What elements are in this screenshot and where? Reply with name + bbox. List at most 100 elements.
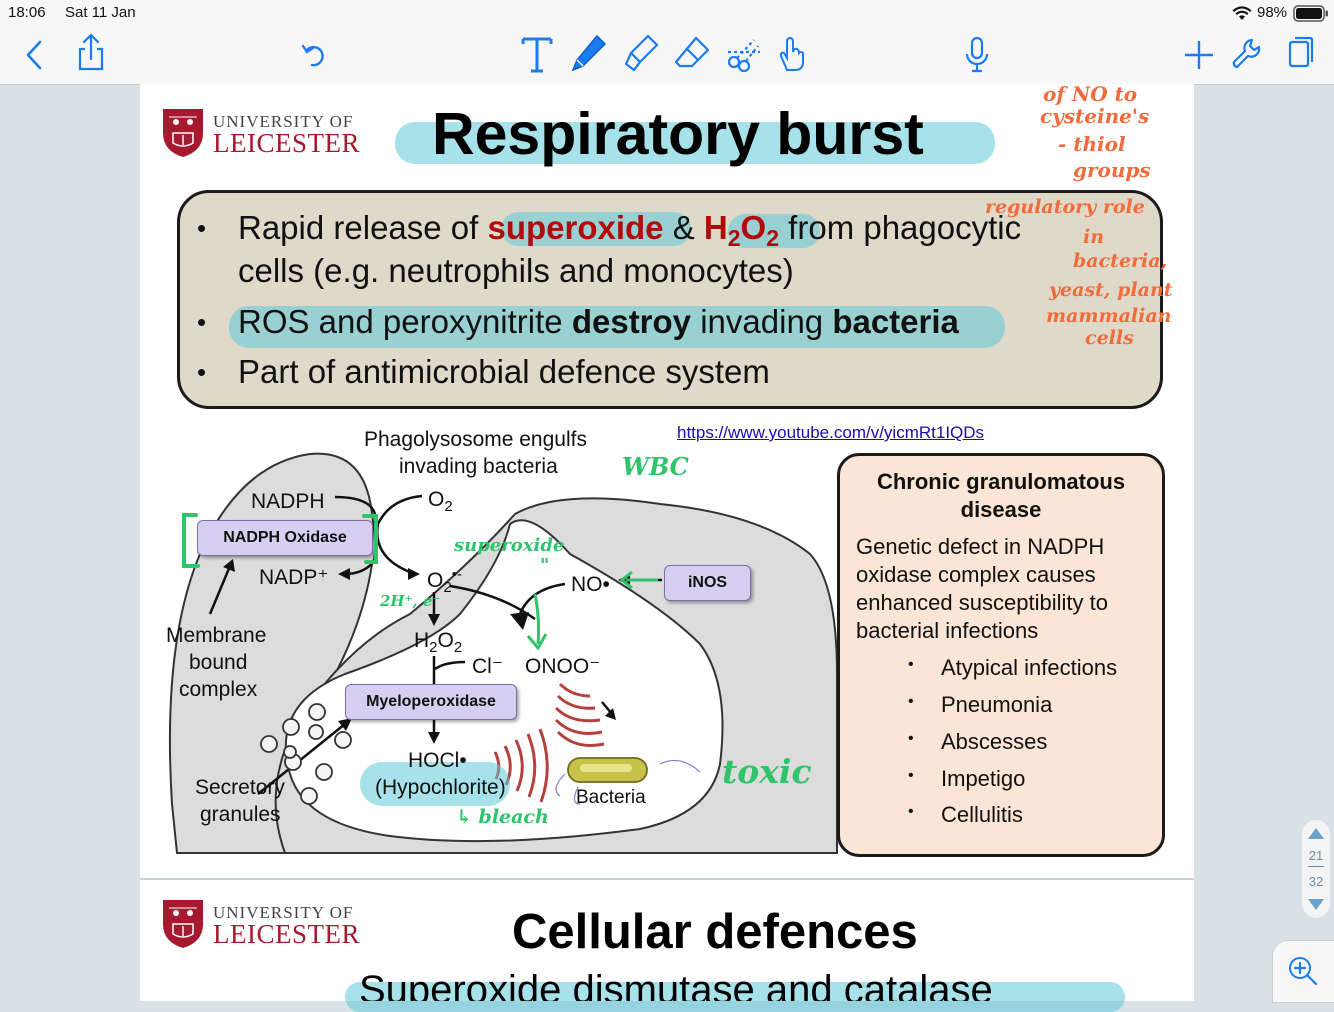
cgd-bullet: • xyxy=(908,656,914,673)
handwriting-orange: yeast, plant xyxy=(1049,279,1173,301)
ros-waves xyxy=(493,682,605,803)
label-onoo: ONOO⁻ xyxy=(525,655,601,678)
zoom-in-icon[interactable] xyxy=(1287,955,1319,987)
bacterium-shape xyxy=(555,757,701,805)
pen-icon[interactable] xyxy=(567,26,611,84)
handwriting-green-wbc: WBC xyxy=(622,452,689,481)
ampersand: & xyxy=(663,209,704,246)
label-cl: Cl⁻ xyxy=(472,655,503,678)
label-no: NO• xyxy=(571,573,610,596)
handwriting-orange: bacteria, xyxy=(1073,250,1168,272)
eraser-icon[interactable] xyxy=(670,26,714,84)
cgd-desc-2: oxidase complex causes xyxy=(856,562,1096,587)
label-hocl: HOCl• xyxy=(408,749,467,772)
handwriting-green-2h: 2H⁺, e⁻ xyxy=(380,592,441,610)
h2o2-highlight xyxy=(728,214,820,248)
secretory-granules xyxy=(260,703,352,805)
slide-2-title: Cellular defences xyxy=(512,905,918,959)
share-icon[interactable] xyxy=(69,26,113,84)
label-o2-radical: O2•- xyxy=(427,566,462,597)
arrow-h2o2-cl xyxy=(432,656,466,684)
handwriting-orange: cysteine's xyxy=(1040,104,1150,128)
bullet-dot: • xyxy=(197,357,207,387)
university-logo-text: UNIVERSITY OF LEICESTER xyxy=(161,903,381,949)
hand-touch-icon[interactable] xyxy=(771,26,815,84)
label-nadp: NADP⁺ xyxy=(259,566,329,589)
bullet-dot: • xyxy=(197,213,207,243)
toolbar xyxy=(0,26,1334,85)
cgd-desc-1: Genetic defect in NADPH xyxy=(856,534,1105,559)
text-tool-icon[interactable] xyxy=(515,26,559,84)
myeloperoxidase-box: Myeloperoxidase xyxy=(345,684,517,720)
status-bar: 18:06 Sat 11 Jan 98% xyxy=(0,0,1334,26)
leicester-shield-logo xyxy=(163,900,203,948)
label-membrane-3: complex xyxy=(179,678,258,701)
logo-line-2: LEICESTER xyxy=(213,128,360,158)
bullet-3: Part of antimicrobial defence system xyxy=(238,353,770,390)
label-nadph: NADPH xyxy=(251,490,325,513)
hypochlorite-highlight xyxy=(360,762,510,806)
bullet-1-text: Rapid release of xyxy=(238,209,488,246)
logo-line-1: UNIVERSITY OF xyxy=(213,903,354,922)
label-bacteria: Bacteria xyxy=(576,787,646,808)
cgd-desc-4: bacterial infections xyxy=(856,618,1039,643)
highlighter-icon[interactable] xyxy=(620,26,664,84)
pages-icon[interactable] xyxy=(1278,26,1322,84)
handwriting-orange: regulatory role xyxy=(985,196,1145,218)
page-scroller[interactable]: 21 32 xyxy=(1302,820,1330,918)
label-membrane-1: Membrane xyxy=(166,624,267,647)
handwriting-green-superoxide: superoxide xyxy=(454,535,565,556)
add-icon[interactable] xyxy=(1177,26,1221,84)
bullet-1-line-2: cells (e.g. neutrophils and monocytes) xyxy=(238,252,794,289)
bullet-dot: • xyxy=(197,307,207,337)
scroll-up-icon[interactable] xyxy=(1306,826,1326,840)
undo-icon[interactable] xyxy=(292,26,336,84)
bacteria-term: bacteria xyxy=(832,303,959,340)
cgd-title-1: Chronic granulomatous xyxy=(876,469,1126,494)
arrow-granules xyxy=(257,723,346,795)
label-secretory-2: granules xyxy=(200,803,281,826)
handwriting-green-bleach: ↳ bleach xyxy=(456,806,549,828)
label-secretory-1: Secretory xyxy=(195,776,285,799)
zoom-button[interactable] xyxy=(1272,940,1334,1003)
cgd-bullet: • xyxy=(908,803,914,820)
lasso-scissors-icon[interactable] xyxy=(722,26,766,84)
subtitle-clip: Superoxide dismutase and catalase xyxy=(140,962,1194,1001)
cgd-bullet: • xyxy=(908,767,914,784)
slide-title: Respiratory burst xyxy=(432,101,924,167)
university-logo-text: UNIVERSITY OF LEICESTER xyxy=(161,112,381,158)
handwriting-orange: cells xyxy=(1085,327,1134,349)
handwriting-green-quote: " xyxy=(540,555,550,576)
nadph-oxidase-box: NADPH Oxidase xyxy=(197,520,373,556)
total-pages: 32 xyxy=(1308,874,1324,889)
label-hypochlorite: (Hypochlorite) xyxy=(375,776,506,799)
cgd-desc-3: enhanced susceptibility to xyxy=(856,590,1108,615)
logo-line-1: UNIVERSITY OF xyxy=(213,112,354,131)
cgd-item: Pneumonia xyxy=(941,692,1053,717)
caption-line-1: Phagolysosome engulfs xyxy=(364,428,587,451)
scroll-down-icon[interactable] xyxy=(1306,898,1326,912)
superoxide-term: superoxide xyxy=(487,209,664,246)
youtube-link[interactable]: https://www.youtube.com/v/yicmRt1IQDs xyxy=(677,423,985,442)
label-o2-top: O2 xyxy=(428,488,453,516)
microphone-icon[interactable] xyxy=(955,26,999,84)
title-highlight xyxy=(395,122,995,164)
battery-percent: 98% xyxy=(1257,4,1288,21)
status-date: Sat 11 Jan xyxy=(65,4,136,21)
wifi-icon xyxy=(1232,6,1252,20)
current-page: 21 xyxy=(1308,848,1324,863)
handwriting-orange: of NO to xyxy=(1043,82,1138,106)
leicester-shield-logo xyxy=(163,109,203,157)
caption-line-2: invading bacteria xyxy=(399,455,558,478)
bullet-2: ROS and peroxynitrite destroy invading b… xyxy=(238,303,959,340)
handwriting-orange: - thiol xyxy=(1058,132,1126,156)
label-membrane-2: bound xyxy=(189,651,248,674)
back-icon[interactable] xyxy=(12,26,56,84)
bullet-1-line-1: Rapid release of superoxide & H2O2 from … xyxy=(238,209,1021,252)
wrench-icon[interactable] xyxy=(1226,26,1270,84)
slide-2-subtitle: Superoxide dismutase and catalase xyxy=(359,968,993,1001)
handwriting-green-strokes xyxy=(182,513,658,651)
inos-box: iNOS xyxy=(664,565,751,601)
handwriting-orange: in xyxy=(1083,226,1105,248)
slide-separator xyxy=(140,878,1194,880)
